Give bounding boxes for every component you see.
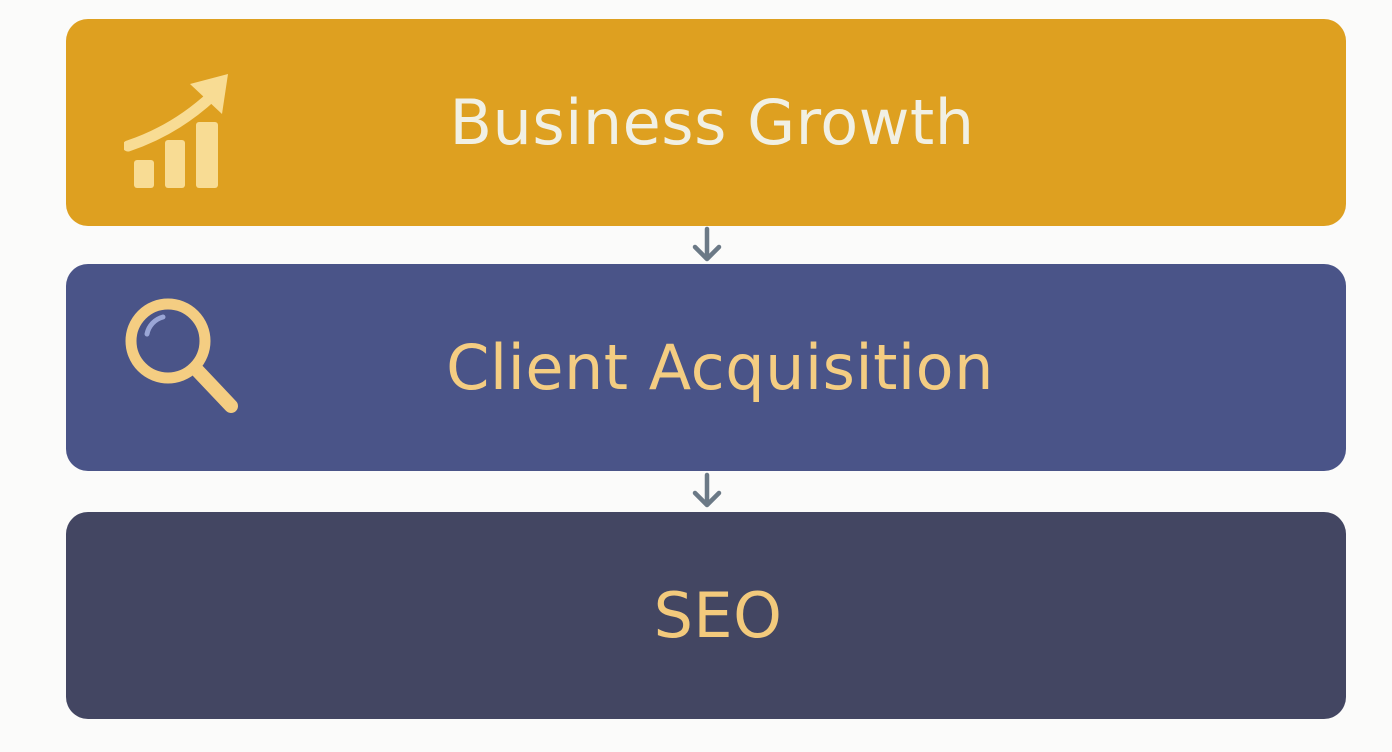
business-growth-block: Business Growth bbox=[66, 19, 1346, 226]
chart-growth-icon bbox=[124, 74, 228, 188]
magnifying-glass-icon bbox=[125, 298, 238, 413]
down-arrow-icon bbox=[692, 472, 722, 508]
client-acquisition-label: Client Acquisition bbox=[446, 330, 994, 404]
seo-label: SEO bbox=[653, 578, 783, 652]
seo-block: SEO bbox=[66, 512, 1346, 719]
down-arrow-icon bbox=[692, 226, 722, 262]
business-growth-label: Business Growth bbox=[449, 85, 975, 159]
client-acquisition-block: Client Acquisition bbox=[66, 264, 1346, 471]
